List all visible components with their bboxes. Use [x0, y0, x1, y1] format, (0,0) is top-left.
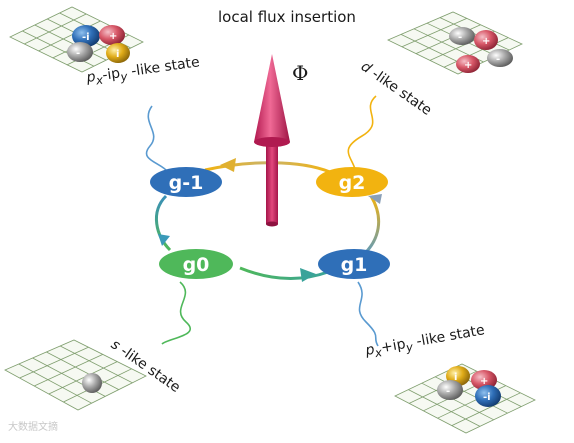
node-label: g-1: [169, 172, 204, 194]
ring-arrowhead-right: [368, 194, 382, 204]
orbital-top-right: - + + -: [449, 27, 513, 73]
watermark: 大数据文摘: [8, 422, 58, 433]
orbital-sign: -: [496, 54, 500, 65]
ring-arrowhead-bottom: [300, 268, 316, 282]
grid-bottom-left: [4, 339, 147, 411]
ring-segment-right: [360, 195, 381, 258]
ring-arrowhead-left: [158, 234, 170, 246]
ring-segment-left: [154, 194, 172, 252]
flux-arrow-shaft: [266, 138, 278, 224]
node-label: g2: [339, 172, 366, 194]
diagram-title: local flux insertion: [218, 8, 356, 26]
orbital-sign: -i: [82, 32, 90, 43]
orbital-sign: -: [446, 386, 450, 397]
connector-bottom-right: [357, 281, 379, 347]
flux-arrow-cone-base: [254, 137, 290, 147]
label-mid: -ip: [101, 65, 122, 84]
orbital-sign: +: [109, 31, 117, 42]
ring-segment-bottom: [239, 266, 329, 280]
orbital-sign: i: [454, 372, 457, 383]
node-g-1[interactable]: g-1: [150, 167, 222, 197]
orbital-sign: -: [76, 48, 80, 59]
connector-top-right: [347, 95, 377, 173]
orbital-bottom-right: i + - -i: [437, 366, 501, 407]
flux-symbol: Φ: [292, 61, 309, 85]
orbital-sign: -i: [483, 392, 491, 403]
node-label: g0: [183, 254, 210, 276]
orbital-sign: -: [458, 32, 462, 43]
node-g2[interactable]: g2: [316, 167, 388, 197]
node-label: g1: [341, 254, 368, 276]
orbital-sign: +: [464, 60, 472, 71]
node-g0[interactable]: g0: [159, 249, 233, 279]
node-g1[interactable]: g1: [318, 249, 390, 279]
orbital-top-left: -i + - i: [67, 25, 130, 63]
flux-arrow-cone: [254, 54, 290, 142]
orbital-sign: +: [480, 376, 488, 387]
flux-arrow-base: [266, 221, 278, 227]
connector-bottom-left: [161, 281, 191, 345]
orbital-sign: i: [116, 49, 119, 60]
orbital-sign: +: [482, 36, 490, 47]
orbital-bottom-left: [82, 373, 102, 393]
label-mid: +ip: [379, 336, 407, 357]
connector-top-left: [145, 105, 169, 173]
ring-arrowhead-top: [220, 158, 236, 172]
